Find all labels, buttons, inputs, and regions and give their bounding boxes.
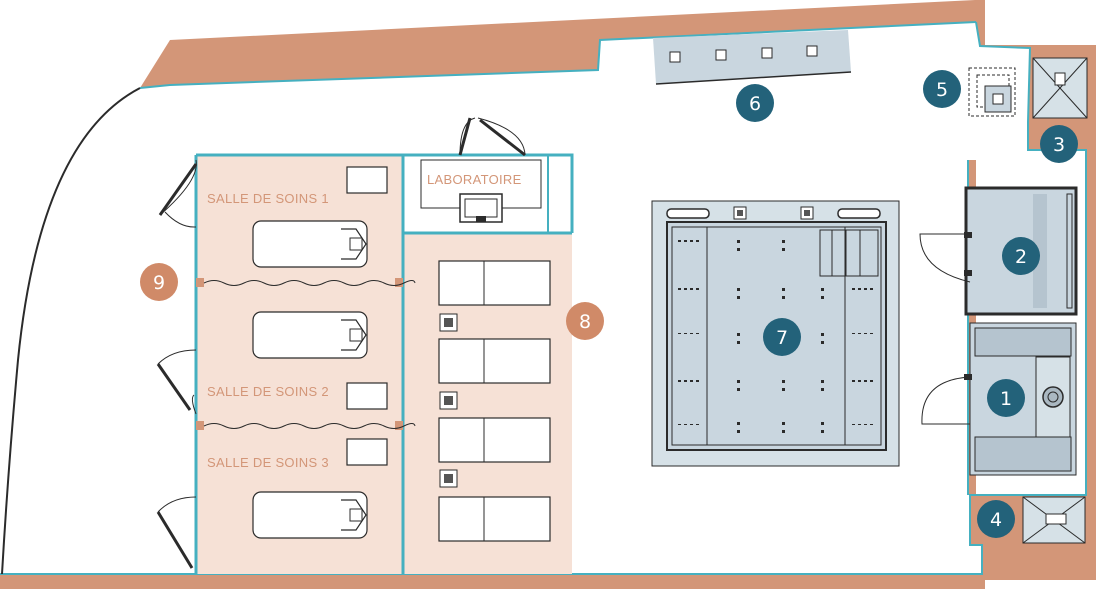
left-curve-boundary xyxy=(1,87,141,575)
side-table-1 xyxy=(439,313,458,332)
marker-4[interactable]: 4 xyxy=(977,500,1015,538)
equipment-3 xyxy=(1032,57,1088,119)
cabinet-salle-2 xyxy=(346,382,388,410)
marker-1[interactable]: 1 xyxy=(987,379,1025,417)
lounger-3 xyxy=(438,417,551,463)
marker-9[interactable]: 9 xyxy=(140,263,178,301)
massage-table-1 xyxy=(252,220,368,268)
pool-jets-center xyxy=(737,240,824,433)
marker-8[interactable]: 8 xyxy=(566,302,604,340)
curtain-divider-1 xyxy=(203,280,416,286)
treatment-doors xyxy=(156,159,198,569)
marker-6[interactable]: 6 xyxy=(736,84,774,122)
svg-text:3: 3 xyxy=(1053,134,1065,156)
room-label-salle-2: SALLE DE SOINS 2 xyxy=(207,384,329,399)
marker-3[interactable]: 3 xyxy=(1040,125,1078,163)
shower-bar xyxy=(653,30,852,85)
pool-jets-left xyxy=(677,240,701,425)
laboratory-sink xyxy=(420,159,542,223)
curtain-divider-2 xyxy=(203,423,416,429)
lounger-2 xyxy=(438,338,551,384)
svg-text:5: 5 xyxy=(936,79,948,101)
marker-7[interactable]: 7 xyxy=(763,318,801,356)
room-label-laboratoire: LABORATOIRE xyxy=(427,172,522,187)
svg-text:9: 9 xyxy=(153,272,165,294)
laboratory-doors xyxy=(458,117,526,157)
top-wall xyxy=(140,0,1096,150)
pool-jets-right xyxy=(852,288,876,425)
markers: 1 2 3 4 5 6 7 8 xyxy=(140,70,1078,538)
equipment-4 xyxy=(1022,496,1086,544)
marker-5[interactable]: 5 xyxy=(923,70,961,108)
svg-text:2: 2 xyxy=(1015,246,1027,268)
side-table-2 xyxy=(439,391,458,410)
lounger-1 xyxy=(438,260,551,306)
svg-text:6: 6 xyxy=(749,93,761,115)
massage-table-3 xyxy=(252,491,368,539)
pool-steps xyxy=(819,229,879,277)
svg-text:4: 4 xyxy=(990,509,1002,531)
cabinet-salle-3 xyxy=(346,438,388,466)
equipment-5 xyxy=(968,67,1016,117)
svg-text:1: 1 xyxy=(1000,388,1012,410)
sauna xyxy=(919,186,1078,316)
bottom-wall xyxy=(0,574,985,589)
massage-table-2 xyxy=(252,311,368,359)
pool xyxy=(651,200,900,467)
room-label-salle-3: SALLE DE SOINS 3 xyxy=(207,455,329,470)
lounger-4 xyxy=(438,496,551,542)
cabinet-salle-1 xyxy=(346,166,388,194)
svg-text:7: 7 xyxy=(776,327,788,349)
treatment-wing: SALLE DE SOINS 1 SALLE DE SOINS 2 SALLE … xyxy=(194,117,574,574)
room-label-salle-1: SALLE DE SOINS 1 xyxy=(207,191,329,206)
marker-2[interactable]: 2 xyxy=(1002,237,1040,275)
pool-top-fixtures xyxy=(666,206,881,220)
side-table-3 xyxy=(439,469,458,488)
svg-text:8: 8 xyxy=(579,311,591,333)
